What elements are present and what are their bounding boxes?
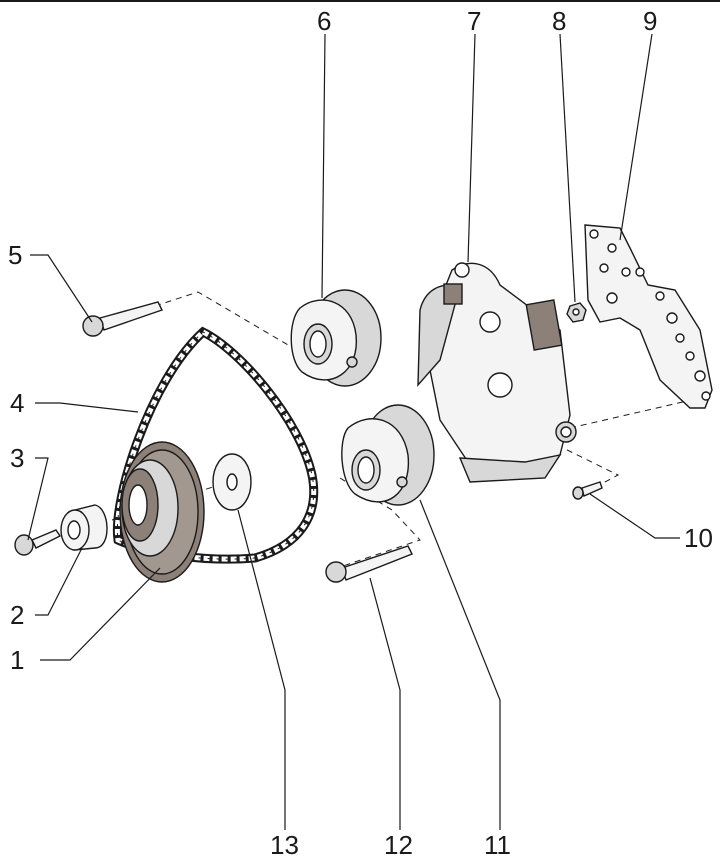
callout-13: 13 <box>270 830 299 858</box>
spacer-bushing <box>60 504 108 551</box>
gasket <box>584 224 713 409</box>
callout-12: 12 <box>384 830 413 858</box>
crankshaft-sprocket <box>119 441 205 583</box>
nut <box>566 302 587 323</box>
camshaft-adjuster-lower <box>341 404 435 506</box>
callout-10: 10 <box>684 523 713 553</box>
callout-5: 5 <box>8 240 22 270</box>
camshaft-adjuster-upper <box>290 289 382 387</box>
sprocket-bolt <box>14 529 62 556</box>
callout-11: 11 <box>484 830 511 858</box>
callout-1: 1 <box>10 645 24 675</box>
callout-8: 8 <box>552 6 566 36</box>
callout-9: 9 <box>643 6 657 36</box>
long-bolt-upper <box>82 301 163 337</box>
callout-3: 3 <box>10 443 24 473</box>
callout-6: 6 <box>317 6 331 36</box>
chain-tensioner <box>417 262 577 483</box>
callout-2: 2 <box>10 600 24 630</box>
leader-lines <box>27 33 680 830</box>
callout-4: 4 <box>10 388 24 418</box>
callout-numbers: 1 2 3 4 5 6 7 8 9 10 11 12 13 <box>8 6 713 858</box>
timing-chain <box>112 326 319 564</box>
long-bolt-lower <box>325 545 413 583</box>
small-bolt <box>572 481 603 500</box>
washer <box>212 453 252 511</box>
callout-7: 7 <box>467 6 481 36</box>
